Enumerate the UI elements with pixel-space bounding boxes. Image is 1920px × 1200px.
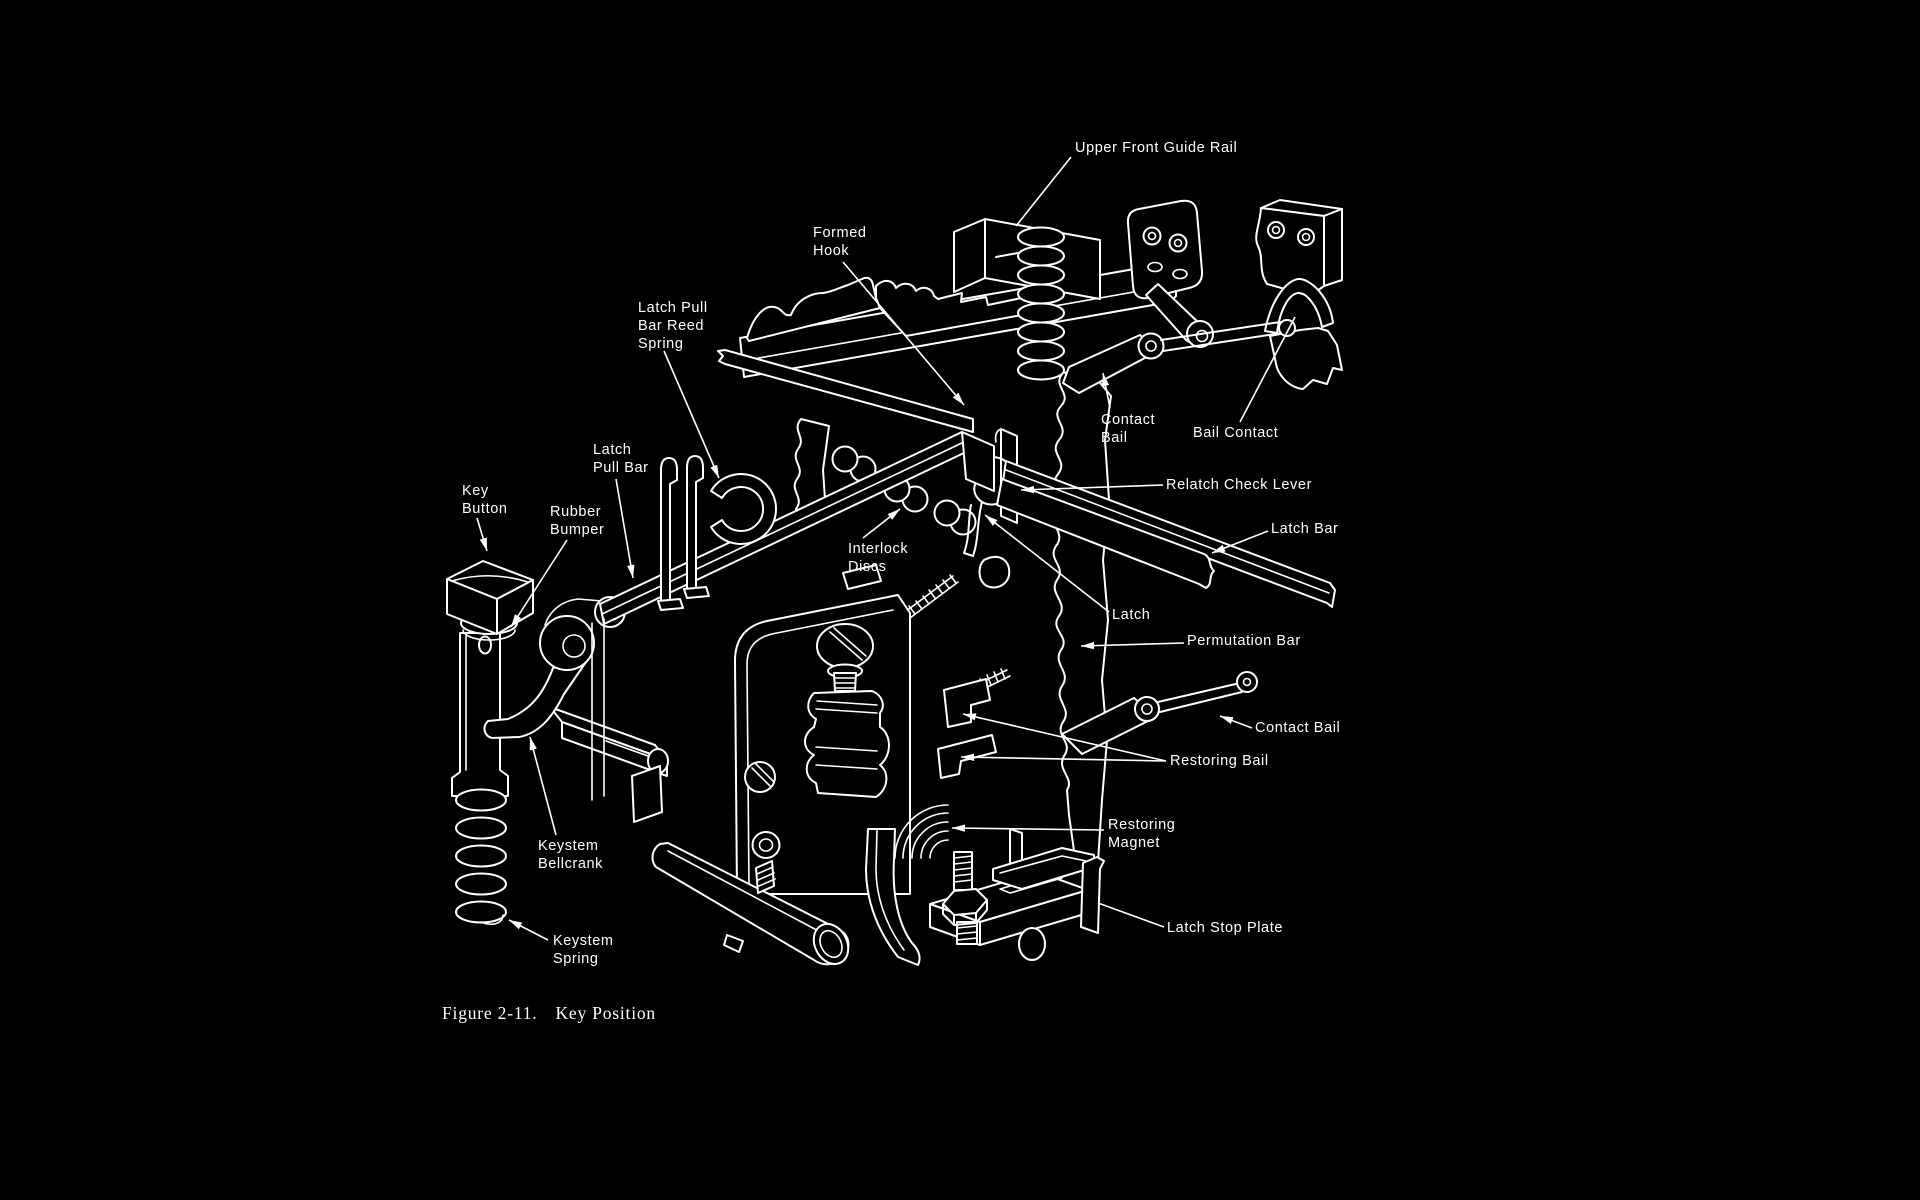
keystem-bellcrank-part bbox=[483, 661, 587, 739]
leader-line-restoring-bail bbox=[960, 753, 1167, 762]
figure-number: Figure 2-11. bbox=[442, 1003, 538, 1023]
label-upper-front-guide-rail: Upper Front Guide Rail bbox=[1075, 140, 1237, 156]
restoring-bail-part bbox=[943, 678, 991, 728]
label-keystem-spring: Keystem bbox=[553, 933, 614, 949]
armature-core bbox=[804, 690, 890, 798]
reed-spring-curl bbox=[710, 473, 777, 545]
leader-line-restoring-magnet bbox=[951, 824, 1105, 832]
label-contact-bail-upper: Bail bbox=[1101, 430, 1128, 446]
label-latch-pull-bar: Pull Bar bbox=[593, 460, 649, 476]
label-latch-pull-bar: Latch bbox=[593, 442, 631, 458]
figure-caption: Figure 2-11. Key Position bbox=[442, 1003, 656, 1024]
label-restoring-magnet: Restoring bbox=[1108, 817, 1175, 833]
magnet-frame-assembly bbox=[591, 564, 1258, 966]
leader-line-latch-pull-bar bbox=[615, 478, 635, 579]
figure-title: Key Position bbox=[555, 1003, 656, 1023]
leader-line-permutation-bar bbox=[1080, 641, 1185, 650]
label-latch-pull-bar-reed-spring: Bar Reed bbox=[638, 318, 704, 334]
latch-pull-bar-coil-spring bbox=[1017, 226, 1065, 381]
label-key-button: Button bbox=[462, 501, 508, 517]
label-rubber-bumper: Rubber bbox=[550, 504, 601, 520]
leader-line-contact-bail-upper bbox=[1101, 372, 1111, 409]
restoring-magnet-coil bbox=[894, 804, 949, 859]
leader-line-upper-front-guide-rail bbox=[1015, 156, 1072, 227]
leader-line-latch-bar bbox=[1211, 530, 1269, 554]
label-restoring-magnet: Magnet bbox=[1108, 835, 1160, 851]
key-assembly bbox=[446, 431, 995, 925]
leader-line-contact-bail-lower bbox=[1219, 715, 1253, 729]
leader-line-latch-pull-bar-reed-spring bbox=[663, 350, 720, 479]
leader-line-latch-stop-plate bbox=[1097, 902, 1165, 928]
label-latch-pull-bar-reed-spring: Spring bbox=[638, 336, 684, 352]
leader-line-key-button bbox=[476, 517, 488, 552]
label-interlock-discs: Interlock bbox=[848, 541, 908, 557]
label-interlock-discs: Discs bbox=[848, 559, 886, 575]
label-latch: Latch bbox=[1112, 607, 1150, 623]
reed-spring-strip bbox=[686, 455, 704, 590]
bail-contact-assembly bbox=[1255, 199, 1343, 390]
label-keystem-bellcrank: Keystem bbox=[538, 838, 599, 854]
keystem-spring-part bbox=[455, 900, 507, 924]
label-latch-stop-plate: Latch Stop Plate bbox=[1167, 920, 1283, 936]
latch-spring bbox=[901, 574, 959, 620]
reed-spring-strip bbox=[660, 457, 678, 602]
leader-line-latch bbox=[984, 514, 1110, 613]
label-permutation-bar: Permutation Bar bbox=[1187, 633, 1301, 649]
leader-line-interlock-discs bbox=[862, 508, 901, 539]
leader-line-restoring-bail bbox=[962, 713, 1167, 762]
keystem bbox=[451, 632, 509, 797]
label-relatch-check-lever: Relatch Check Lever bbox=[1166, 477, 1312, 493]
label-keystem-bellcrank: Bellcrank bbox=[538, 856, 603, 872]
label-contact-bail-upper: Contact bbox=[1101, 412, 1155, 428]
label-latch-bar: Latch Bar bbox=[1271, 521, 1338, 537]
leader-line-relatch-check-lever bbox=[1020, 484, 1164, 494]
leader-line-rubber-bumper bbox=[510, 539, 568, 628]
label-restoring-bail: Restoring Bail bbox=[1170, 753, 1269, 769]
label-latch-pull-bar-reed-spring: Latch Pull bbox=[638, 300, 708, 316]
frame-foot bbox=[865, 828, 921, 966]
label-bail-contact: Bail Contact bbox=[1193, 425, 1278, 441]
contact-bail-upper-part bbox=[1062, 319, 1296, 394]
label-keystem-spring: Spring bbox=[553, 951, 599, 967]
formed-hook-bar bbox=[717, 349, 974, 433]
latch-mechanism bbox=[717, 349, 1336, 698]
label-rubber-bumper: Bumper bbox=[550, 522, 604, 538]
base-assembly bbox=[651, 828, 1105, 966]
leader-line-keystem-spring bbox=[508, 919, 549, 941]
leader-line-bail-contact bbox=[1239, 316, 1296, 423]
label-formed-hook: Formed bbox=[813, 225, 867, 241]
label-contact-bail-lower: Contact Bail bbox=[1255, 720, 1340, 736]
leader-line-formed-hook bbox=[842, 261, 965, 406]
leader-line-keystem-bellcrank bbox=[529, 736, 557, 836]
label-key-button: Key bbox=[462, 483, 489, 499]
label-formed-hook: Hook bbox=[813, 243, 849, 259]
mounting-bracket bbox=[1126, 199, 1214, 348]
